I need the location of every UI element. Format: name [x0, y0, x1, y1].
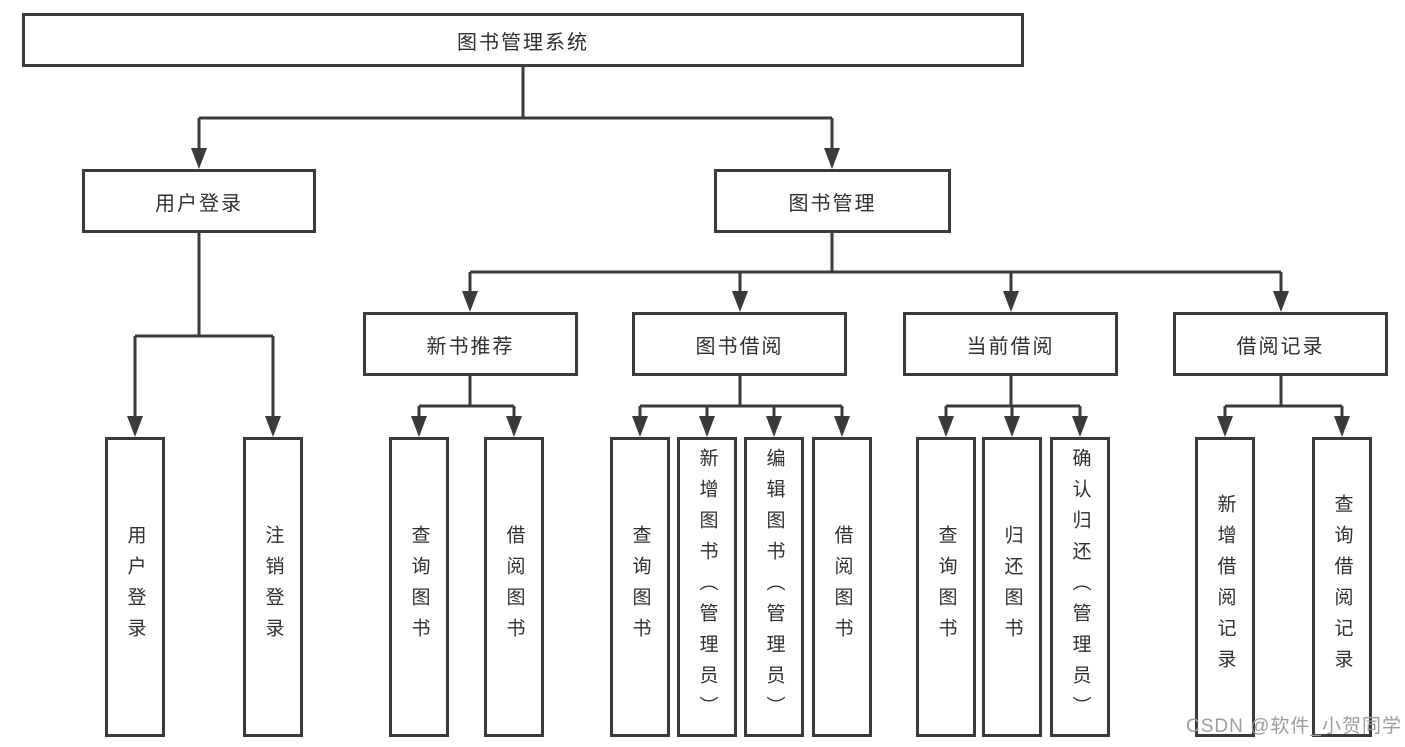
leaf-query-borrow-record-label: 查询借阅记录	[1331, 494, 1353, 680]
leaf-borrow-books-recommend: 借阅图书	[484, 437, 544, 737]
node-book-management: 图书管理	[714, 169, 951, 233]
leaf-edit-book-admin: 编辑图书（管理员）	[744, 437, 804, 737]
node-new-book-recommend-label: 新书推荐	[426, 335, 515, 358]
leaf-return-book: 归还图书	[982, 437, 1042, 737]
leaf-add-borrow-record: 新增借阅记录	[1195, 437, 1255, 737]
leaf-edit-book-admin-label: 编辑图书（管理员）	[763, 447, 785, 727]
node-library-system: 图书管理系统	[22, 13, 1024, 67]
leaf-confirm-return-admin: 确认归还（管理员）	[1050, 437, 1110, 737]
leaf-query-books-recommend-label: 查询图书	[408, 525, 430, 649]
leaf-query-books-current: 查询图书	[916, 437, 976, 737]
leaf-add-borrow-record-label: 新增借阅记录	[1214, 494, 1236, 680]
node-current-borrowing-label: 当前借阅	[966, 335, 1055, 358]
leaf-borrow-books: 借阅图书	[812, 437, 872, 737]
leaf-query-books-current-label: 查询图书	[935, 525, 957, 649]
node-book-borrowing: 图书借阅	[632, 312, 847, 376]
leaf-return-book-label: 归还图书	[1001, 525, 1023, 649]
node-new-book-recommend: 新书推荐	[363, 312, 578, 376]
leaf-borrow-books-recommend-label: 借阅图书	[503, 525, 525, 649]
leaf-logout: 注销登录	[243, 437, 303, 737]
node-borrowing-records-label: 借阅记录	[1236, 335, 1325, 358]
node-book-borrowing-label: 图书借阅	[695, 335, 784, 358]
node-current-borrowing: 当前借阅	[903, 312, 1118, 376]
leaf-query-books-borrow: 查询图书	[610, 437, 670, 737]
leaf-user-login-label: 用户登录	[124, 525, 146, 649]
node-user-login-label: 用户登录	[155, 192, 243, 215]
csdn-watermark: CSDN @软件_小贺同学	[1186, 716, 1402, 737]
leaf-confirm-return-admin-label: 确认归还（管理员）	[1069, 447, 1091, 727]
node-library-system-label: 图书管理系统	[457, 31, 589, 54]
node-user-login: 用户登录	[82, 169, 316, 233]
leaf-user-login: 用户登录	[105, 437, 165, 737]
leaf-add-book-admin: 新增图书（管理员）	[677, 437, 737, 737]
leaf-query-borrow-record: 查询借阅记录	[1312, 437, 1372, 737]
node-book-management-label: 图书管理	[788, 192, 877, 215]
leaf-borrow-books-label: 借阅图书	[831, 525, 853, 649]
leaf-query-books-borrow-label: 查询图书	[629, 525, 651, 649]
node-borrowing-records: 借阅记录	[1173, 312, 1388, 376]
leaf-query-books-recommend: 查询图书	[389, 437, 449, 737]
leaf-logout-label: 注销登录	[262, 525, 284, 649]
leaf-add-book-admin-label: 新增图书（管理员）	[696, 447, 718, 727]
